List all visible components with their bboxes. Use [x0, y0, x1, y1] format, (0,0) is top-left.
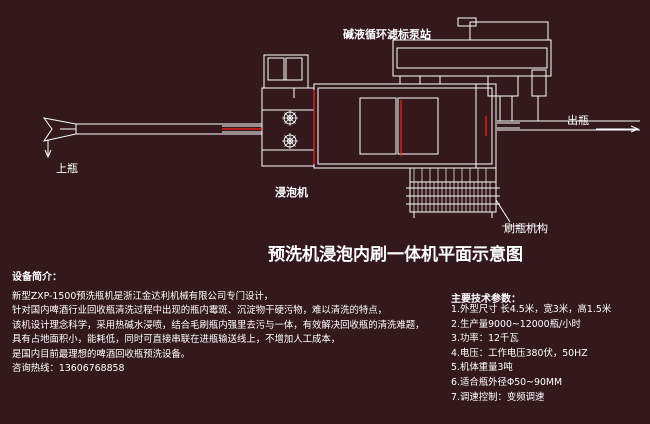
description-line: 具有占地面积小，能耗低，同时可直接串联在进瓶输送线上，不增加人工成本，	[12, 334, 341, 346]
hotline-line: 咨询热线：13606768858	[12, 362, 125, 374]
spec-item: 1.外型尺寸 长4.5米，宽3米，高1.5米	[451, 304, 612, 315]
spec-item: 5.机体重量3吨	[451, 362, 513, 374]
description-line: 该机设计理念科学，采用热碱水浸喷，结合毛刷瓶内强里去污与一体，有效解决回收瓶的清…	[12, 319, 425, 331]
spec-item: 7.调速控制：变频调速	[451, 391, 545, 403]
leader-lines	[419, 35, 540, 227]
outlet-conveyor	[497, 120, 640, 131]
soak-machine-label: 浸泡机	[275, 186, 308, 199]
main-tank	[313, 83, 497, 169]
soak-unit	[261, 54, 315, 167]
spec-item: 4.电压：工作电压380伏，50HZ	[451, 347, 588, 359]
specs-list: 1.外型尺寸 长4.5米，宽3米，高1.5米 2.生产量9000~12000瓶/…	[451, 303, 611, 405]
spec-item: 2.生产量9000~12000瓶/小时	[451, 318, 581, 330]
specs-title: 主要技术参数：	[451, 294, 521, 305]
accent-lines	[222, 90, 487, 164]
inlet-conveyor	[42, 117, 262, 142]
pump-station-label: 碱液循环滤标泵站	[343, 28, 431, 41]
description-title: 设备简介：	[12, 272, 62, 283]
gear-icon	[282, 133, 298, 149]
inlet-label: 上瓶	[56, 162, 78, 175]
gear-icon	[282, 110, 298, 126]
outlet-arrow	[596, 125, 640, 133]
brush-mechanism-label: 刷瓶机构	[504, 222, 548, 235]
diagram-title: 预洗机浸泡内刷一体机平面示意图	[268, 245, 523, 265]
outlet-label: 出瓶	[567, 114, 589, 127]
description-line: 新型ZXP-1500预洗瓶机是浙江金达利机械有限公司专门设计，	[12, 291, 274, 302]
inlet-arrow	[44, 140, 52, 159]
description-line: 是国内目前最理想的啤酒回收瓶预洗设备。	[12, 348, 191, 360]
brush-bristles	[413, 168, 491, 212]
description-line: 针对国内啤酒行业回收瓶清洗过程中出现的瓶内霉斑、沉淀物干硬污物，难以清洗的特点，	[12, 305, 388, 317]
description-block: 新型ZXP-1500预洗瓶机是浙江金达利机械有限公司专门设计， 针对国内啤酒行业…	[12, 290, 425, 376]
spec-item: 3.功率：12千瓦	[451, 333, 519, 345]
pump-station	[392, 17, 552, 121]
spec-item: 6.适合瓶外径Φ50~90MM	[451, 376, 563, 388]
